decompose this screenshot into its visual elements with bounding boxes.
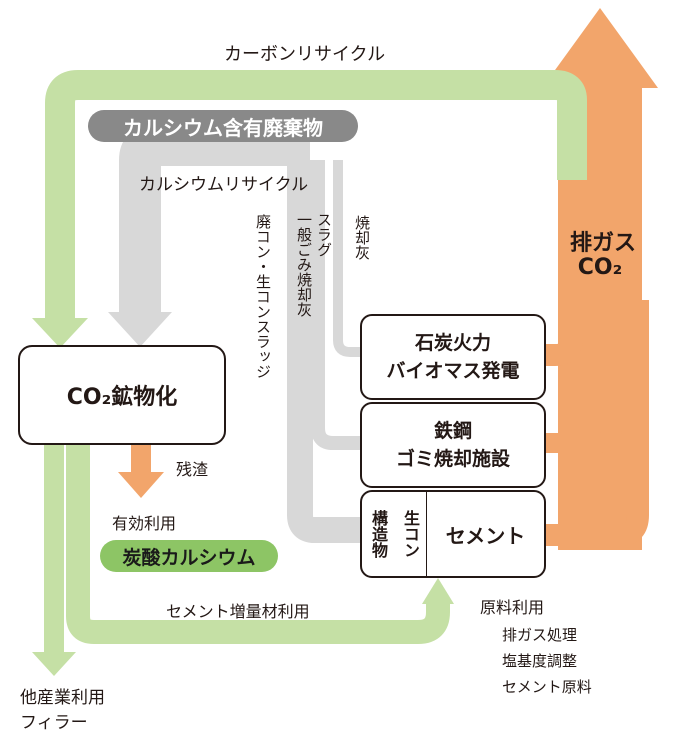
ash-stream	[333, 160, 360, 357]
calcium-carbonate-label: 炭酸カルシウム	[122, 546, 256, 569]
ready-mix-label: 生コン	[401, 510, 420, 558]
sludge-stream	[287, 160, 360, 543]
concrete-sludge-label: 廃コン・生コンスラッジ	[254, 214, 272, 379]
cement-cell: セメント	[427, 492, 544, 576]
cement-extender-label: セメント増量材利用	[166, 602, 310, 621]
power-plant-box: 石炭火力 バイオマス発電	[360, 314, 546, 400]
residue-stem	[131, 444, 151, 474]
steel-line1: 鉄鋼	[433, 420, 472, 442]
structure-cell: 構造物	[362, 492, 394, 576]
raw-use-label: 原料利用	[480, 598, 545, 617]
calcium-recycle-loop	[119, 124, 310, 315]
exhaust-label-line2: CO₂	[577, 255, 623, 280]
calcium-carbonate-pill: 炭酸カルシウム	[100, 540, 278, 572]
ash-label: 焼却灰	[353, 215, 371, 260]
other-industry-arrowhead	[32, 652, 76, 676]
cement-extender-loop	[66, 443, 450, 644]
carbon-recycle-arrowhead	[32, 318, 88, 348]
effective-use-label: 有効利用	[112, 514, 177, 533]
slag-stream	[311, 160, 360, 450]
calcium-recycle-label: カルシウムリサイクル	[139, 175, 309, 195]
co2-mineralization-box: CO₂鉱物化	[18, 345, 226, 445]
structure-label: 構造物	[369, 510, 388, 558]
power-plant-line2: バイオマス発電	[386, 360, 520, 382]
raw-use-item-2: 塩基度調整	[502, 652, 578, 670]
residue-label: 残渣	[176, 460, 209, 479]
calcium-waste-pill: カルシウム含有廃棄物	[88, 110, 358, 142]
msw-ash-label: 一般ごみ焼却灰	[295, 212, 313, 317]
calcium-waste-label: カルシウム含有廃棄物	[123, 115, 323, 140]
slag-label: スラグ	[315, 212, 333, 257]
raw-use-item-1: 排ガス処理	[502, 626, 578, 644]
other-industry-label-line1: 他産業利用	[20, 688, 105, 708]
calcium-recycle-arrowhead	[108, 312, 172, 347]
residue-arrowhead	[118, 472, 164, 498]
steel-exhaust-feed	[545, 300, 622, 453]
raw-use-item-3: セメント原料	[502, 678, 592, 696]
other-industry-stem	[44, 443, 64, 655]
carbon-recycle-label: カーボンリサイクル	[224, 44, 386, 65]
co2-mineralization-label: CO₂鉱物化	[66, 385, 178, 410]
cement-extender-arrowhead	[422, 578, 454, 604]
cement-box: 構造物 生コン セメント	[360, 490, 546, 578]
other-industry-label-line2: フィラー	[20, 713, 88, 733]
cement-exhaust-feed	[545, 300, 649, 546]
ready-mix-cell: 生コン	[394, 492, 427, 576]
exhaust-label-line1: 排ガス	[570, 231, 637, 256]
power-plant-line1: 石炭火力	[414, 332, 491, 354]
steel-incinerator-box: 鉄鋼 ゴミ焼却施設	[360, 402, 546, 488]
power-exhaust-feed	[545, 180, 583, 366]
steel-line2: ゴミ焼却施設	[395, 448, 510, 470]
cement-label: セメント	[445, 523, 526, 548]
carbon-recycle-loop	[45, 70, 587, 320]
